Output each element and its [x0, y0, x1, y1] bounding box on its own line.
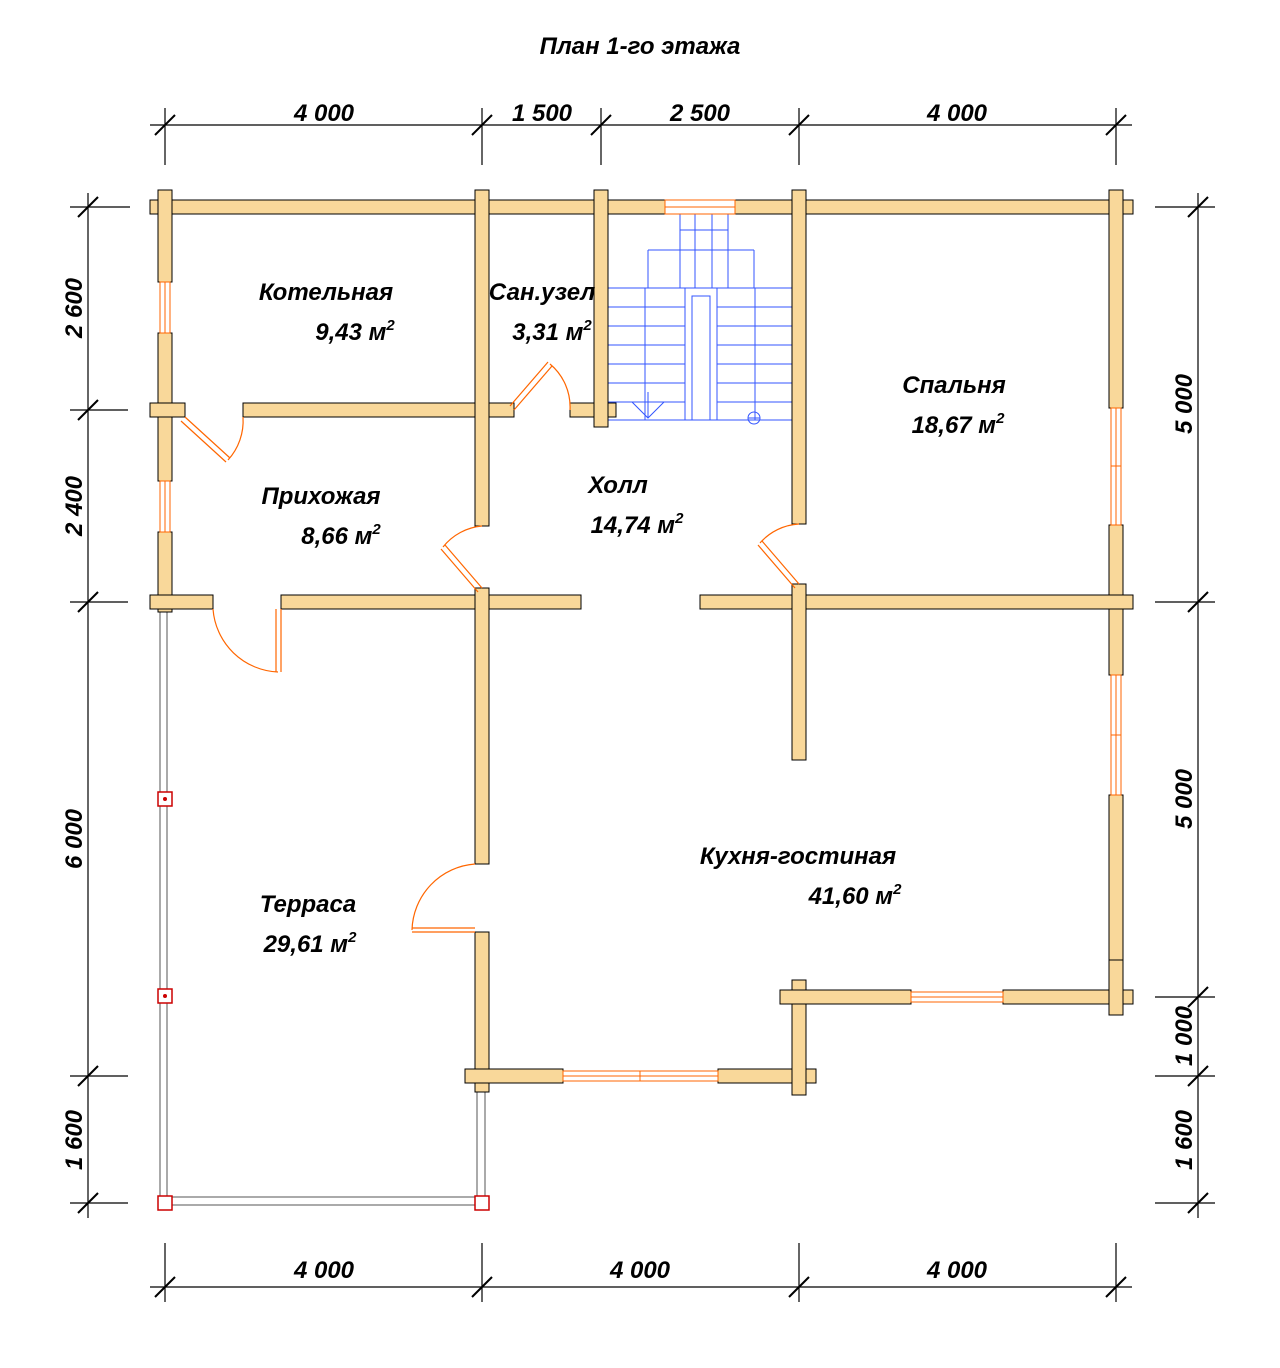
dim-top-4: 4 000 [926, 100, 988, 127]
room-name: Сан.узел [489, 279, 596, 306]
room-name: Холл [586, 472, 648, 499]
staircase [607, 212, 795, 425]
room-bedroom: Спальня 18,67 м2 [902, 372, 1005, 439]
room-name: Кухня-гостиная [700, 843, 896, 870]
room-name: Котельная [259, 279, 393, 306]
dim-bottom-1: 4 000 [293, 1257, 355, 1284]
room-bathroom: Сан.узел 3,31 м2 [489, 279, 596, 346]
room-area: 41,60 м2 [808, 881, 902, 910]
dim-left-4: 1 600 [61, 1109, 88, 1170]
dim-right-2: 5 000 [1171, 768, 1198, 829]
room-hallway: Прихожая 8,66 м2 [261, 483, 381, 550]
dim-top-1: 4 000 [293, 100, 355, 127]
dim-top-3: 2 500 [669, 100, 731, 127]
dim-bottom-3: 4 000 [926, 1257, 988, 1284]
room-name: Терраса [260, 891, 356, 918]
room-area: 29,61 м2 [263, 929, 357, 958]
room-area: 8,66 м2 [301, 521, 381, 550]
dim-right-4: 1 600 [1171, 1109, 1198, 1170]
door-bathroom [509, 361, 571, 411]
dim-left-1: 2 600 [61, 277, 88, 339]
terrace-post [157, 1195, 173, 1211]
dim-bottom-2: 4 000 [609, 1257, 671, 1284]
door-bedroom [757, 523, 800, 589]
dim-right-1: 5 000 [1171, 373, 1198, 434]
room-area: 18,67 м2 [912, 410, 1005, 439]
door-boiler [180, 416, 244, 463]
dim-top-2: 1 500 [512, 100, 573, 127]
doors [180, 361, 800, 933]
room-name: Спальня [902, 372, 1005, 399]
terrace-post [474, 1195, 490, 1211]
door-entrance [212, 608, 282, 673]
room-boiler: Котельная 9,43 м2 [259, 279, 396, 346]
dim-left-2: 2 400 [61, 475, 88, 537]
dim-left-3: 6 000 [61, 808, 88, 869]
room-name: Прихожая [261, 483, 380, 510]
room-kitchen-living: Кухня-гостиная 41,60 м2 [700, 843, 902, 910]
door-hallway [440, 525, 483, 593]
dimension-lines [70, 108, 1215, 1302]
room-area: 3,31 м2 [512, 317, 592, 346]
door-terrace [411, 863, 476, 933]
dimension-labels: 4 000 1 500 2 500 4 000 4 000 4 000 4 00… [61, 100, 1198, 1284]
room-terrace: Терраса 29,61 м2 [260, 891, 357, 958]
room-area: 14,74 м2 [591, 510, 684, 539]
room-labels: Котельная 9,43 м2 Сан.узел 3,31 м2 Спаль… [259, 279, 1006, 958]
room-area: 9,43 м2 [315, 317, 395, 346]
windows [159, 199, 1122, 1082]
plan-title: План 1-го этажа [540, 33, 741, 60]
room-hall: Холл 14,74 м2 [586, 472, 684, 539]
dim-right-3: 1 000 [1171, 1005, 1198, 1066]
terrace-frame [157, 601, 490, 1211]
